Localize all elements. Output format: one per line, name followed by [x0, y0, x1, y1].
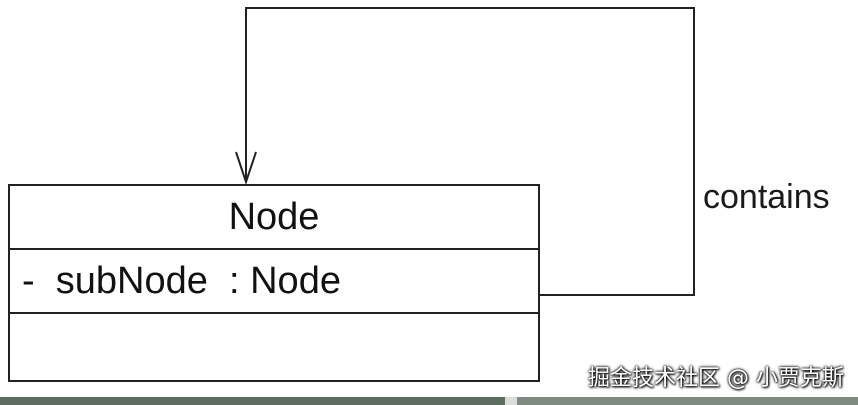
- attribute-subnode: - subNode : Node: [22, 259, 341, 302]
- bottom-strip: [0, 397, 858, 405]
- self-association-line: [245, 7, 695, 296]
- class-name: Node: [10, 186, 538, 250]
- bottom-strip-right: [517, 397, 858, 405]
- association-label: contains: [703, 178, 830, 216]
- bottom-strip-gap: [505, 397, 517, 405]
- bottom-strip-left: [0, 397, 505, 405]
- navigability-arrowhead: [235, 151, 257, 186]
- watermark-text: 掘金技术社区 @ 小贾克斯: [588, 366, 844, 391]
- operations-compartment: [10, 314, 538, 380]
- attribute-compartment: - subNode : Node: [10, 250, 538, 314]
- node-class-box: Node - subNode : Node: [8, 184, 540, 382]
